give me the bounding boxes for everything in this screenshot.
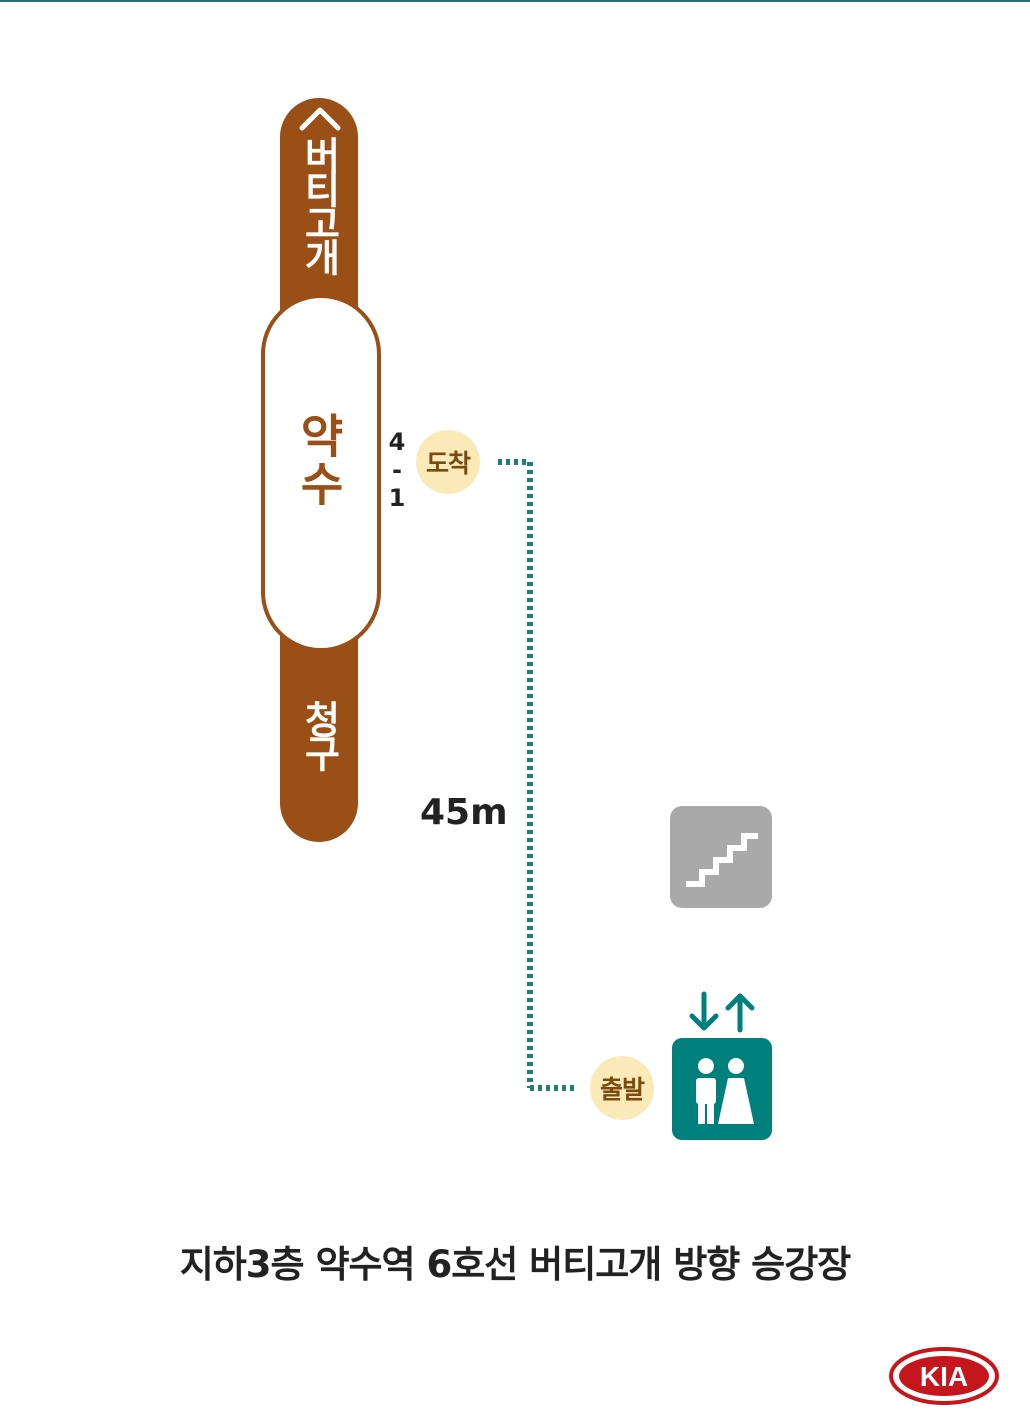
direction-down-label: 청구 xyxy=(297,700,341,768)
stairs-glyph xyxy=(686,833,758,887)
elevator-people-glyph xyxy=(696,1058,754,1124)
door-number-sep: - xyxy=(392,456,402,484)
station-name: 약수 xyxy=(292,412,346,508)
stairs-icon xyxy=(670,806,772,908)
up-down-arrows-icon xyxy=(689,991,755,1033)
logo-text: KIA xyxy=(920,1361,968,1392)
station-marker xyxy=(261,294,381,652)
distance-label: 45m xyxy=(420,792,508,833)
elevator-icon xyxy=(672,1038,772,1140)
door-number-bottom: 1 xyxy=(388,484,406,512)
top-rule xyxy=(0,0,1030,2)
direction-up-label: 버티고개 xyxy=(297,136,341,272)
depart-badge: 출발 xyxy=(590,1056,654,1120)
kia-logo: KIA xyxy=(889,1347,999,1405)
route-line-lower xyxy=(280,620,358,842)
arrive-badge: 도착 xyxy=(416,430,480,494)
caption: 지하3층 약수역 6호선 버티고개 방향 승강장 xyxy=(179,1243,852,1286)
route-line-upper xyxy=(280,98,358,328)
chevron-up-icon xyxy=(299,107,341,131)
door-number-top: 4 xyxy=(388,428,406,456)
door-number: 4 - 1 xyxy=(384,428,410,512)
